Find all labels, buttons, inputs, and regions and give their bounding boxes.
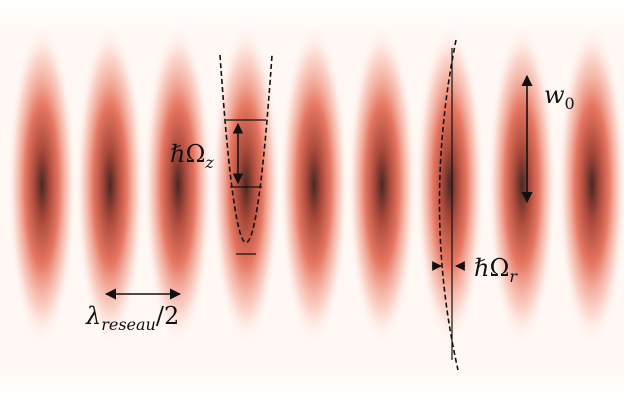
omega-r-label: ℏΩr xyxy=(474,254,518,286)
axial-potential-parabola xyxy=(219,54,273,243)
waist-label: w0 xyxy=(544,81,575,113)
omega-z-label: ℏΩz xyxy=(170,140,214,172)
lambda-reseau-label: λreseau/2 xyxy=(85,302,179,334)
radial-potential-curve xyxy=(438,39,459,371)
